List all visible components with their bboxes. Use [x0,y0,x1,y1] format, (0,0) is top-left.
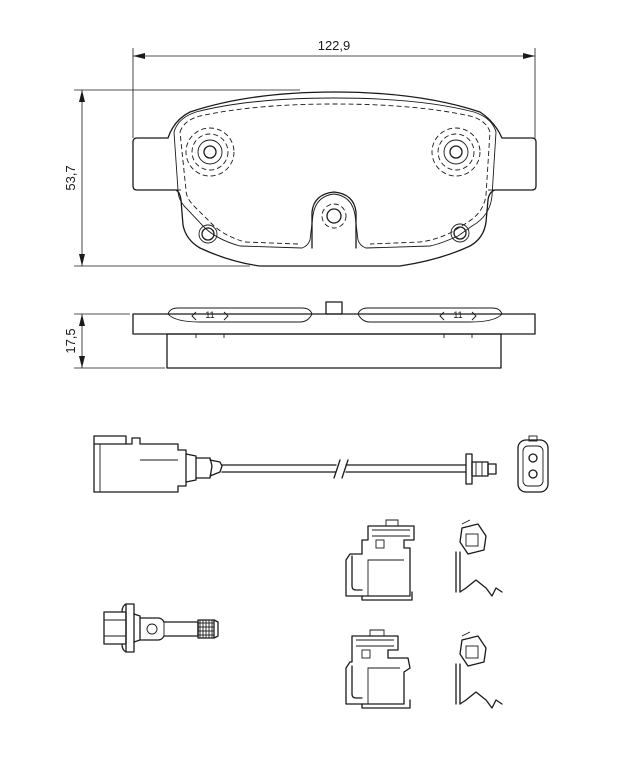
anti-rattle-clip-lower [345,629,411,709]
width-dimension-label: 122,9 [318,38,351,53]
brake-pad-side-view: 11 11 [132,301,536,369]
anti-rattle-clip-upper [345,519,415,601]
brake-pad-front-view [132,91,537,267]
height-dimension: 53,7 [63,89,300,267]
spring-clip-upper [455,519,503,597]
height-dimension-label: 53,7 [63,165,78,190]
thickness-dimension-label: 17,5 [63,328,78,353]
side-view-mark-right: 11 [453,310,462,320]
side-view-mark-left: 11 [205,310,214,320]
width-dimension: 122,9 [132,38,536,138]
thickness-dimension: 17,5 [63,313,165,369]
mounting-bolt [103,603,219,653]
wear-sensor-cable [93,435,497,493]
bolt-thread-pattern [198,620,214,638]
connector-face-view [517,435,549,493]
spring-clip-lower [455,631,503,709]
